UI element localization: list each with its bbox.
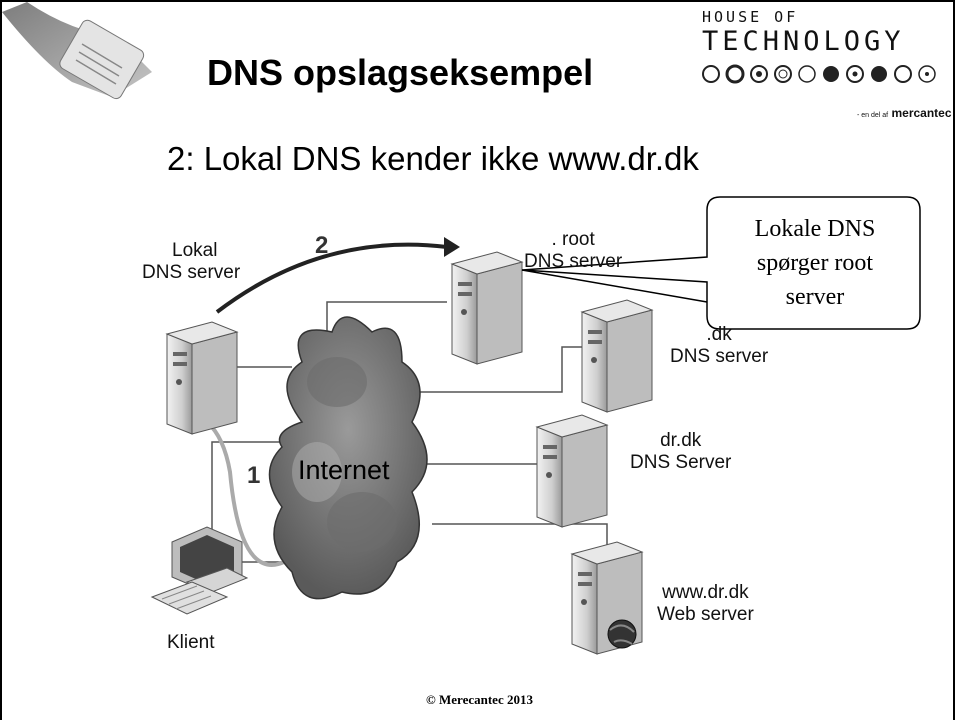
root-dns-label-line2: DNS server	[524, 251, 623, 272]
drdk-dns-label-line2: DNS Server	[630, 452, 732, 473]
dk-dns-label-line1: .dk	[706, 324, 732, 345]
dk-dns-label-line2: DNS server	[670, 346, 769, 367]
local-dns-label: Lokal DNS server	[142, 240, 240, 284]
web-server-label-line1: www.dr.dk	[662, 582, 749, 603]
logo-brand: mercantec	[891, 106, 952, 120]
slide-title: DNS opslagseksempel	[207, 52, 594, 93]
client-label: Klient	[167, 632, 215, 653]
internet-cloud-icon	[268, 316, 428, 600]
logo-dots	[702, 64, 936, 84]
step-2-arrow	[215, 237, 460, 314]
drdk-dns-label-line1: dr.dk	[660, 430, 702, 451]
step-1-label: 1	[247, 462, 261, 489]
callout-bubble	[521, 196, 921, 330]
local-dns-label-line1: Lokal	[172, 240, 218, 261]
computer-icon	[150, 526, 249, 615]
internet-label: Internet	[298, 455, 390, 485]
logo-tagline: - en del af mercantec	[857, 106, 952, 120]
logo-text-line1: HOUSE OF	[702, 8, 799, 26]
callout-line3: server	[785, 284, 845, 310]
step-2-label: 2	[315, 232, 329, 259]
globe-icon	[607, 619, 637, 649]
callout-line1: Lokale DNS	[754, 216, 876, 242]
web-server-label-line2: Web server	[657, 604, 754, 625]
slide-subtitle: 2: Lokal DNS kender ikke www.dr.dk	[167, 140, 699, 177]
local-dns-label-line2: DNS server	[142, 262, 241, 283]
root-dns-label: . root DNS server	[524, 229, 622, 273]
server-icon-local	[165, 321, 239, 435]
server-icon-drdk	[535, 414, 609, 528]
ethernet-cable-icon	[2, 2, 152, 100]
dk-dns-label: .dk DNS server	[670, 324, 768, 368]
web-server-label: www.dr.dk Web server	[657, 582, 754, 626]
footer-copyright: © Merecantec 2013	[426, 692, 533, 707]
callout-text: Lokale DNS spørger root server	[709, 212, 921, 314]
server-icon-dk	[580, 299, 654, 413]
root-dns-label-line1: . root	[551, 229, 595, 250]
drdk-dns-label: dr.dk DNS Server	[630, 430, 731, 474]
logo-text-line2: TECHNOLOGY	[702, 26, 905, 57]
callout-line2: spørger root	[756, 250, 874, 276]
server-icon-root	[450, 251, 524, 365]
logo-tag-small: - en del af	[857, 112, 889, 119]
